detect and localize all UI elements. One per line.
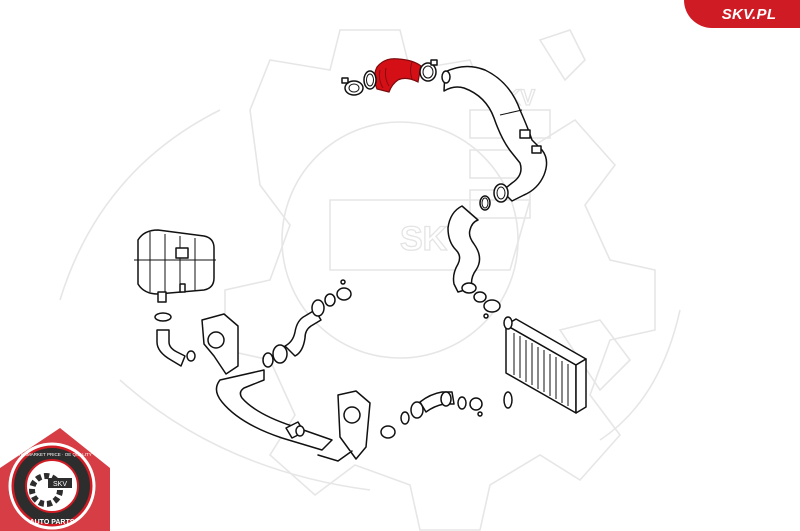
- lower-short-hose[interactable]: [380, 391, 483, 439]
- expansion-tank[interactable]: [134, 229, 216, 303]
- lower-flange-pipe[interactable]: [317, 390, 371, 462]
- middle-rings[interactable]: [479, 183, 509, 211]
- tank-outlet-hose[interactable]: [154, 312, 196, 367]
- upper-hose-clamp-right[interactable]: [419, 59, 438, 82]
- badge-ring-text-top: AFTERMARKET PRICE · OE QUALITY: [12, 452, 91, 457]
- middle-s-hose[interactable]: [447, 205, 501, 319]
- upper-seal-ring[interactable]: [363, 70, 377, 90]
- left-s-hose[interactable]: [262, 279, 352, 368]
- upper-charge-pipe[interactable]: [441, 65, 548, 202]
- badge-center-text: SKV: [53, 481, 67, 488]
- brand-site-label[interactable]: SKV.PL: [684, 0, 800, 28]
- badge-ring-text-bottom: AUTO PARTS: [30, 519, 75, 526]
- upper-hose-clamp-left[interactable]: [341, 77, 364, 96]
- left-flange-pipe[interactable]: [201, 313, 333, 451]
- gear-icon: [29, 473, 72, 507]
- intercooler[interactable]: [503, 316, 587, 414]
- highlighted-elbow-hose[interactable]: [373, 58, 422, 93]
- skv-auto-parts-badge[interactable]: SKV AFTERMARKET PRICE · OE QUALITY AUTO …: [0, 428, 110, 531]
- brand-site-label-text: SKV.PL: [721, 5, 777, 23]
